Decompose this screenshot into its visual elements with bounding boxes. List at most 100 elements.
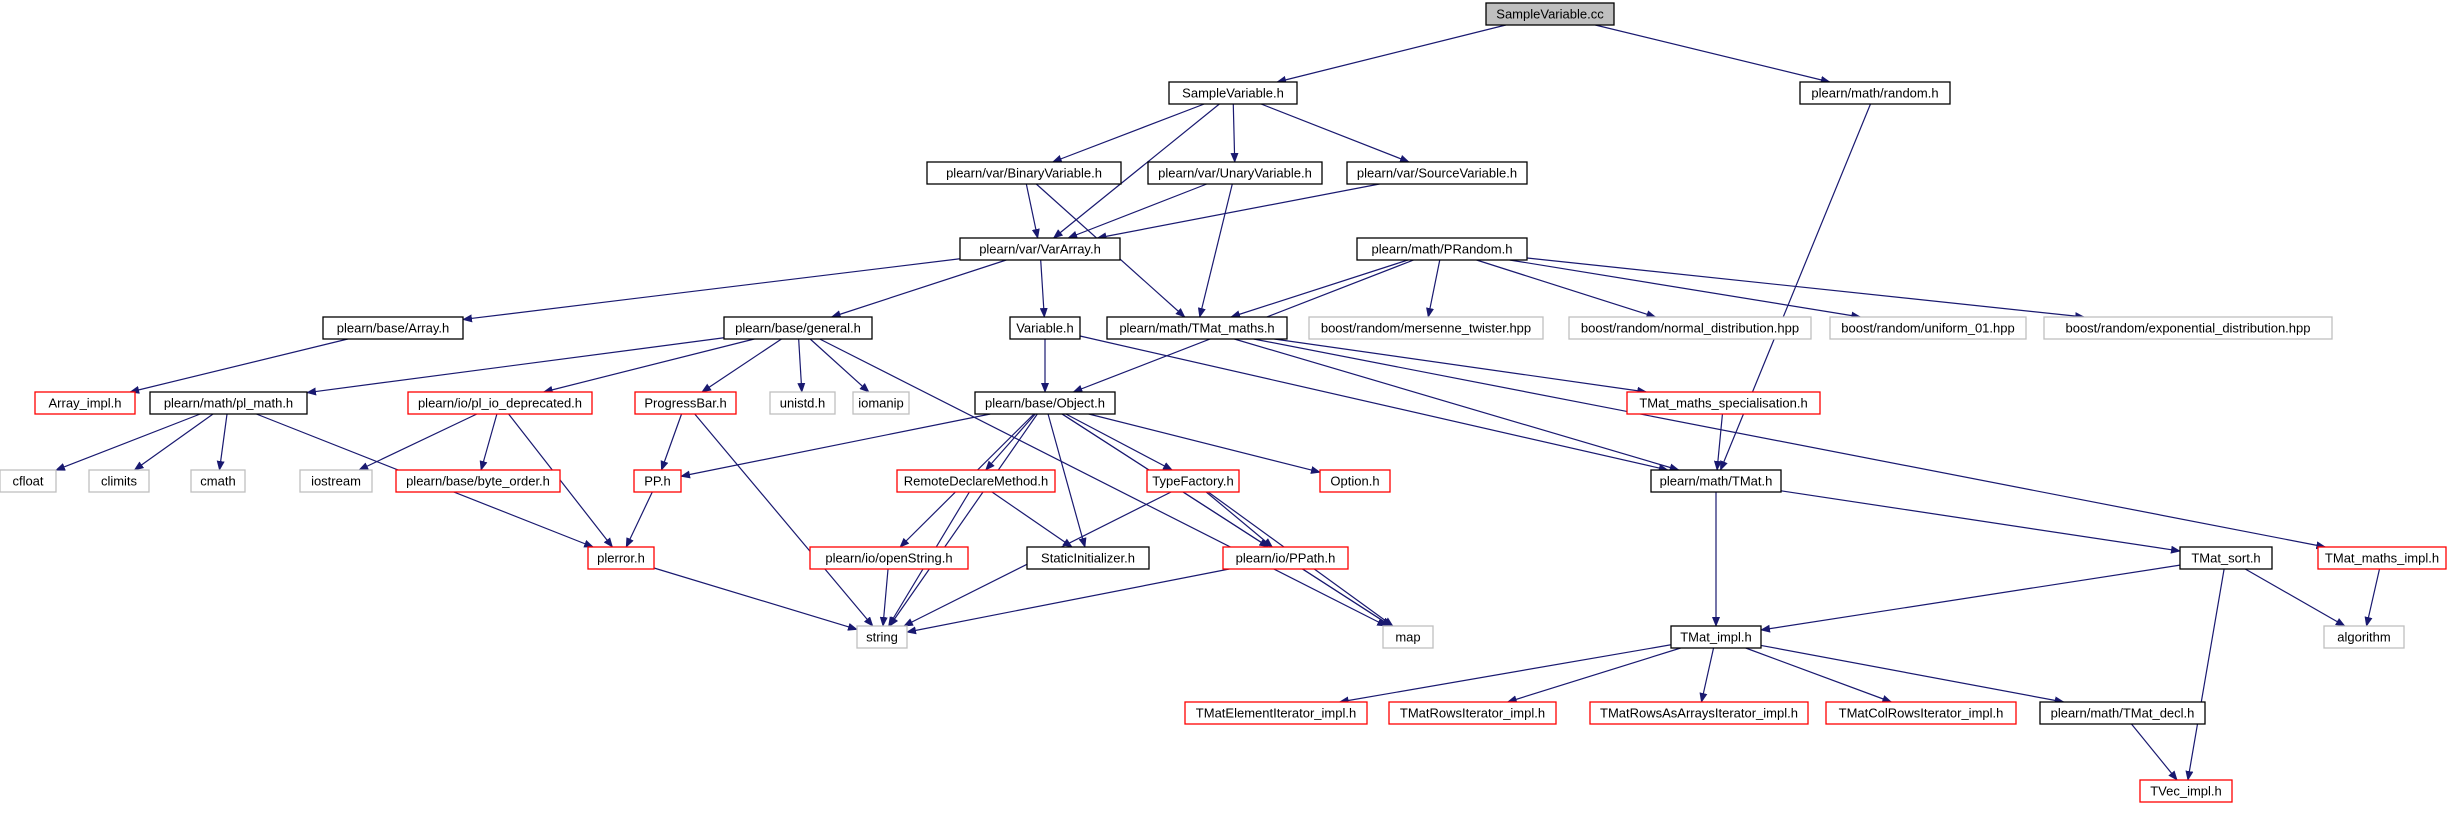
node-variable-h[interactable]: Variable.h (1009, 316, 1081, 340)
node-box (1388, 701, 1557, 725)
node-plearn-math-pl-math-h[interactable]: plearn/math/pl_math.h (149, 391, 308, 415)
node-box (1009, 316, 1081, 340)
node-box (974, 391, 1116, 415)
edge-plearn-var-sourcevariable-h-to-plearn-var-vararray-h (1096, 183, 1380, 241)
node-remotedeclaremethod-h[interactable]: RemoteDeclareMethod.h (896, 469, 1056, 493)
node-plearn-var-sourcevariable-h[interactable]: plearn/var/SourceVariable.h (1346, 161, 1528, 185)
node-tmat-maths-specialisation-h[interactable]: TMat_maths_specialisation.h (1626, 391, 1821, 415)
node-cfloat[interactable]: cfloat (0, 469, 57, 493)
node-staticinitializer-h[interactable]: StaticInitializer.h (1026, 546, 1150, 570)
edge-samplevariable-cc-to-plearn-math-random-h (1595, 24, 1831, 84)
node-box (1568, 316, 1812, 340)
node-iomanip[interactable]: iomanip (852, 391, 910, 415)
node-label: plearn/math/PRandom.h (1372, 242, 1513, 257)
node-plearn-base-array-h[interactable]: plearn/base/Array.h (322, 316, 464, 340)
node-box (0, 469, 57, 493)
node-progressbar-h[interactable]: ProgressBar.h (634, 391, 737, 415)
edge-plearn-var-vararray-h-to-variable-h (1039, 259, 1048, 318)
node-label: plearn/base/general.h (735, 321, 861, 336)
node-box (34, 391, 136, 415)
node-label: boost/random/mersenne_twister.hpp (1321, 321, 1531, 336)
node-cmath[interactable]: cmath (190, 469, 246, 493)
node-option-h[interactable]: Option.h (1319, 469, 1391, 493)
node-label: TMat_maths_specialisation.h (1639, 396, 1807, 411)
edge-plearn-base-general-h-to-plearn-math-pl-math-h (306, 337, 725, 396)
edge-plearn-var-vararray-h-to-plearn-base-general-h (830, 259, 1007, 319)
node-plerror-h[interactable]: plerror.h (587, 546, 655, 570)
node-iostream[interactable]: iostream (299, 469, 373, 493)
node-label: TMat_maths_impl.h (2325, 551, 2439, 566)
edge-tmat-maths-specialisation-h-to-plearn-math-tmat-h (1713, 413, 1724, 471)
edge-plearn-io-pl-io-deprecated-h-to-plearn-base-byte-order-h (479, 413, 498, 471)
node-tmatrowsiterator-impl-h[interactable]: TMatRowsIterator_impl.h (1388, 701, 1557, 725)
node-plearn-base-general-h[interactable]: plearn/base/general.h (723, 316, 873, 340)
node-box (1184, 701, 1368, 725)
node-boost-random-mersenne-twister-hpp[interactable]: boost/random/mersenne_twister.hpp (1308, 316, 1544, 340)
edge-samplevariable-h-to-plearn-var-vararray-h (1052, 103, 1220, 239)
node-label: Array_impl.h (49, 396, 122, 411)
node-box (1650, 469, 1782, 493)
node-tmatelementiterator-impl-h[interactable]: TMatElementIterator_impl.h (1184, 701, 1368, 725)
edge-plearn-math-tmat-maths-h-to-plearn-math-tmat-h (1234, 338, 1680, 472)
node-plearn-math-tmat-maths-h[interactable]: plearn/math/TMat_maths.h (1106, 316, 1288, 340)
node-map[interactable]: map (1382, 625, 1434, 649)
node-samplevariable-cc[interactable]: SampleVariable.cc (1485, 2, 1615, 26)
node-box (959, 237, 1121, 261)
node-box (1222, 546, 1349, 570)
node-plearn-io-ppath-h[interactable]: plearn/io/PPath.h (1222, 546, 1349, 570)
node-label: boost/random/uniform_01.hpp (1841, 321, 2014, 336)
node-plearn-var-unaryvariable-h[interactable]: plearn/var/UnaryVariable.h (1147, 161, 1323, 185)
node-plearn-math-random-h[interactable]: plearn/math/random.h (1799, 81, 1951, 105)
edge-variable-h-to-plearn-math-tmat-h (1079, 335, 1669, 472)
node-plearn-var-vararray-h[interactable]: plearn/var/VarArray.h (959, 237, 1121, 261)
edge-plearn-var-vararray-h-to-plearn-base-array-h (462, 258, 961, 323)
node-label: plearn/math/TMat.h (1660, 474, 1773, 489)
node-boost-random-uniform-01-hpp[interactable]: boost/random/uniform_01.hpp (1829, 316, 2027, 340)
node-algorithm[interactable]: algorithm (2323, 625, 2405, 649)
node-array-impl-h[interactable]: Array_impl.h (34, 391, 136, 415)
node-typefactory-h[interactable]: TypeFactory.h (1146, 469, 1240, 493)
node-plearn-var-binaryvariable-h[interactable]: plearn/var/BinaryVariable.h (926, 161, 1122, 185)
node-label: cmath (200, 474, 235, 489)
node-label: boost/random/normal_distribution.hpp (1581, 321, 1799, 336)
node-plearn-math-tmat-h[interactable]: plearn/math/TMat.h (1650, 469, 1782, 493)
node-label: plearn/io/pl_io_deprecated.h (418, 396, 582, 411)
edge-tmat-impl-h-to-tmatcolrowsiterator-impl-h (1745, 647, 1893, 703)
node-tmat-maths-impl-h[interactable]: TMat_maths_impl.h (2317, 546, 2447, 570)
node-string[interactable]: string (856, 625, 908, 649)
node-tmatcolrowsiterator-impl-h[interactable]: TMatColRowsIterator_impl.h (1825, 701, 2017, 725)
node-boost-random-normal-distribution-hpp[interactable]: boost/random/normal_distribution.hpp (1568, 316, 1812, 340)
node-box (407, 391, 593, 415)
node-plearn-base-byte-order-h[interactable]: plearn/base/byte_order.h (395, 469, 561, 493)
edge-tmat-impl-h-to-tmatrowsiterator-impl-h (1506, 647, 1681, 704)
node-unistd-h[interactable]: unistd.h (769, 391, 836, 415)
node-box (395, 469, 561, 493)
node-box (1146, 469, 1240, 493)
node-box (1825, 701, 2017, 725)
edge-plearn-io-ppath-h-to-map (1302, 568, 1392, 627)
node-tvec-impl-h[interactable]: TVec_impl.h (2139, 779, 2233, 803)
node-samplevariable-h[interactable]: SampleVariable.h (1168, 81, 1298, 105)
node-boost-random-exponential-distribution-hpp[interactable]: boost/random/exponential_distribution.hp… (2043, 316, 2333, 340)
edge-plearn-io-openstring-h-to-string (879, 568, 889, 627)
edge-tmat-sort-h-to-algorithm (2244, 568, 2346, 627)
node-climits[interactable]: climits (88, 469, 150, 493)
edge-plearn-var-binaryvariable-h-to-plearn-var-vararray-h (1025, 183, 1040, 239)
edge-tmat-impl-h-to-tmatrowsasarraysiterator-impl-h (1699, 647, 1715, 703)
node-box (1799, 81, 1951, 105)
node-plearn-base-object-h[interactable]: plearn/base/Object.h (974, 391, 1116, 415)
node-label: plearn/io/PPath.h (1236, 551, 1336, 566)
node-tmat-impl-h[interactable]: TMat_impl.h (1670, 625, 1762, 649)
node-plearn-io-openstring-h[interactable]: plearn/io/openString.h (809, 546, 969, 570)
node-plearn-math-tmat-decl-h[interactable]: plearn/math/TMat_decl.h (2039, 701, 2206, 725)
node-tmatrowsasarraysiterator-impl-h[interactable]: TMatRowsAsArraysIterator_impl.h (1589, 701, 1809, 725)
node-pp-h[interactable]: PP.h (633, 469, 682, 493)
node-box (190, 469, 246, 493)
node-plearn-math-prandom-h[interactable]: plearn/math/PRandom.h (1356, 237, 1528, 261)
node-tmat-sort-h[interactable]: TMat_sort.h (2179, 546, 2273, 570)
node-plearn-io-pl-io-deprecated-h[interactable]: plearn/io/pl_io_deprecated.h (407, 391, 593, 415)
edge-plearn-var-unaryvariable-h-to-plearn-var-vararray-h (1067, 183, 1207, 239)
node-label: plerror.h (597, 551, 645, 566)
node-box (2043, 316, 2333, 340)
